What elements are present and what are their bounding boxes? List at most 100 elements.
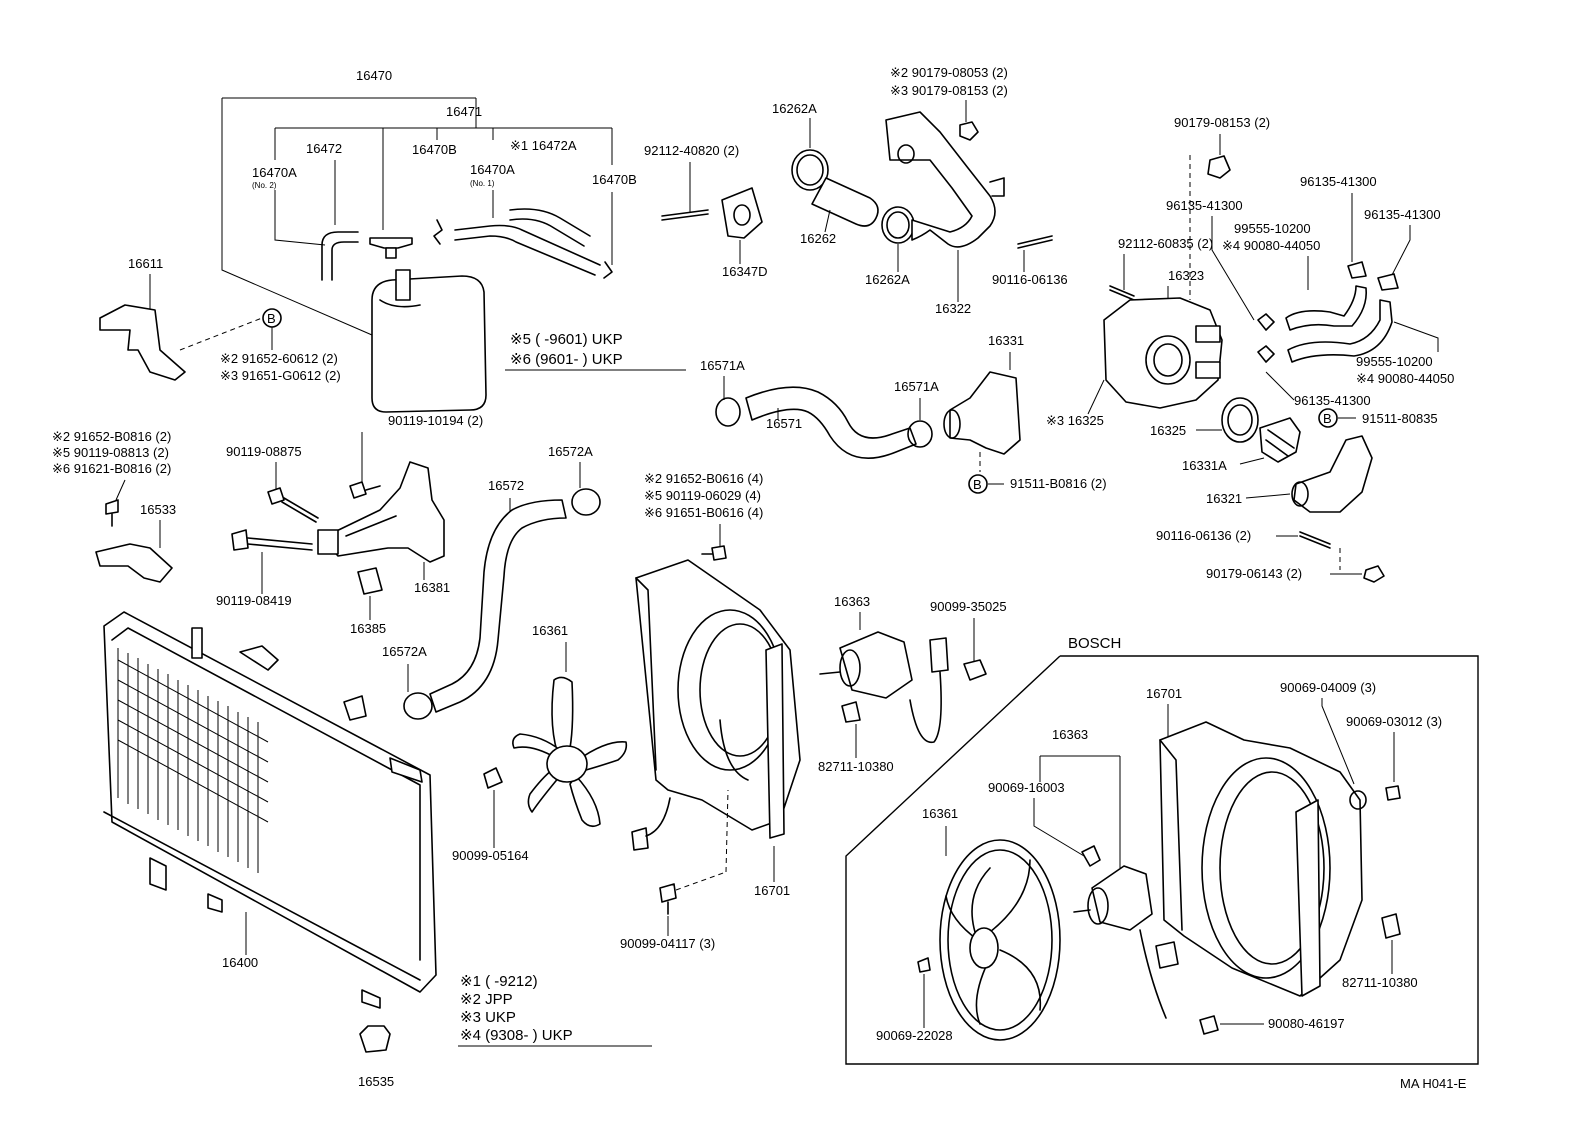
label-16325-b[interactable]: 16325 xyxy=(1150,423,1186,438)
label-96135-41300-c[interactable]: 96135-41300 xyxy=(1364,207,1441,222)
label-bosch-90069-22028[interactable]: 90069-22028 xyxy=(876,1028,953,1043)
label-16385[interactable]: 16385 xyxy=(350,621,386,636)
label-16262a-top[interactable]: 16262A xyxy=(772,101,817,116)
radiator-16400 xyxy=(103,611,437,993)
label-bosch-90069-04009[interactable]: 90069-04009 (3) xyxy=(1280,680,1376,695)
bypass-hose-group: 92112-40820 (2) 16347D 16262A 16262 1626… xyxy=(644,65,1068,316)
label-16535[interactable]: 16535 xyxy=(358,1074,394,1089)
label-bosch-16701[interactable]: 16701 xyxy=(1146,686,1182,701)
label-16701[interactable]: 16701 xyxy=(754,883,790,898)
bosch-shroud-16701 xyxy=(1159,721,1363,997)
b-marker-3: B xyxy=(973,477,982,492)
label-16400[interactable]: 16400 xyxy=(222,955,258,970)
hose-16571 xyxy=(745,386,917,459)
label-16470a-no1[interactable]: 16470A xyxy=(470,162,515,177)
label-90179-06143[interactable]: 90179-06143 (2) xyxy=(1206,566,1302,581)
bosch-motor-16363 xyxy=(1091,865,1153,931)
label-16381[interactable]: 16381 xyxy=(414,580,450,595)
label-16470[interactable]: 16470 xyxy=(356,68,392,83)
label-16572[interactable]: 16572 xyxy=(488,478,524,493)
label-bosch-90069-03012[interactable]: 90069-03012 (3) xyxy=(1346,714,1442,729)
label-90119-08875[interactable]: 90119-08875 xyxy=(226,444,302,459)
label-16363[interactable]: 16363 xyxy=(834,594,870,609)
label-16322[interactable]: 16322 xyxy=(935,301,971,316)
label-16611[interactable]: 16611 xyxy=(128,256,163,271)
radiator-group: 16400 16535 xyxy=(103,611,437,1089)
label-16572a-b[interactable]: 16572A xyxy=(382,644,427,659)
label-91651-g0612[interactable]: ※3 91651-G0612 (2) xyxy=(220,368,341,383)
label-16262a-bottom[interactable]: 16262A xyxy=(865,272,910,287)
label-96135-41300-b[interactable]: 96135-41300 xyxy=(1300,174,1377,189)
outlet-16331 xyxy=(949,371,1021,455)
label-bosch-16363[interactable]: 16363 xyxy=(1052,727,1088,742)
hose-16262 xyxy=(811,177,879,227)
label-91511-b0816[interactable]: 91511-B0816 (2) xyxy=(1010,476,1107,491)
label-96135-41300-d[interactable]: 96135-41300 xyxy=(1294,393,1371,408)
label-90179-08053[interactable]: ※2 90179-08053 (2) xyxy=(890,65,1008,80)
label-16571[interactable]: 16571 xyxy=(766,416,802,431)
legend-notes: ※1 ( -9212) ※2 JPP ※3 UKP ※4 (9308- ) UK… xyxy=(458,973,652,1047)
label-16347d[interactable]: 16347D xyxy=(722,264,768,279)
label-16572a-a[interactable]: 16572A xyxy=(548,444,593,459)
label-91652-b0616[interactable]: ※2 91652-B0616 (4) xyxy=(644,471,763,486)
label-90119-06029[interactable]: ※5 90119-06029 (4) xyxy=(644,488,761,503)
label-16323[interactable]: 16323 xyxy=(1168,268,1204,283)
note-5: ※5 ( -9601) UKP xyxy=(510,331,623,348)
label-16262[interactable]: 16262 xyxy=(800,231,836,246)
label-16472[interactable]: 16472 xyxy=(306,141,342,156)
fan-16361 xyxy=(512,676,628,828)
label-90116-06136-b[interactable]: 90116-06136 (2) xyxy=(1156,528,1251,543)
label-16470b-cap[interactable]: 16470B xyxy=(412,142,457,157)
legend-note-3: ※3 UKP xyxy=(460,1009,516,1026)
b-marker-2: B xyxy=(1323,411,1332,426)
label-92112-60835[interactable]: 92112-60835 (2) xyxy=(1118,236,1213,251)
label-16571a-b[interactable]: 16571A xyxy=(894,379,939,394)
bracket-16611-group: 16611 B ※2 91652-60612 (2) ※3 91651-G061… xyxy=(99,256,341,383)
label-16571a-a[interactable]: 16571A xyxy=(700,358,745,373)
label-16321[interactable]: 16321 xyxy=(1206,491,1242,506)
label-90080-44050-a[interactable]: ※4 90080-44050 xyxy=(1222,238,1320,253)
label-16472a[interactable]: ※1 16472A xyxy=(510,138,577,153)
label-96135-41300-a[interactable]: 96135-41300 xyxy=(1166,198,1243,213)
label-90179-08153-a[interactable]: ※3 90179-08153 (2) xyxy=(890,83,1008,98)
label-90099-35025[interactable]: 90099-35025 xyxy=(930,599,1007,614)
bosch-group: BOSCH 16701 82711-10380 90069-04009 (3) … xyxy=(845,635,1479,1065)
label-bosch-82711-10380[interactable]: 82711-10380 xyxy=(1342,975,1418,990)
label-90099-05164[interactable]: 90099-05164 xyxy=(452,848,529,863)
label-91652-b0816[interactable]: ※2 91652-B0816 (2) xyxy=(52,429,171,444)
label-99555-10200-b[interactable]: 99555-10200 xyxy=(1356,354,1433,369)
label-bosch-90080-46197[interactable]: 90080-46197 xyxy=(1268,1016,1345,1031)
label-16331a[interactable]: 16331A xyxy=(1182,458,1227,473)
label-bosch-16361[interactable]: 16361 xyxy=(922,806,958,821)
label-16361[interactable]: 16361 xyxy=(532,623,568,638)
label-90080-44050-b[interactable]: ※4 90080-44050 xyxy=(1356,371,1454,386)
left-bracket-group: ※2 91652-B0816 (2) ※5 90119-08813 (2) ※6… xyxy=(52,413,483,636)
outlet-hose-group: 16571A 16571 16571A 16331 B 91511-B0816 … xyxy=(700,333,1107,494)
label-16533[interactable]: 16533 xyxy=(140,502,176,517)
label-99555-10200-a[interactable]: 99555-10200 xyxy=(1234,221,1311,236)
label-90099-04117[interactable]: 90099-04117 (3) xyxy=(620,936,715,951)
label-91511-80835[interactable]: 91511-80835 xyxy=(1362,411,1438,426)
label-91621-b0816[interactable]: ※6 91621-B0816 (2) xyxy=(52,461,171,476)
reservoir-group: 16470 16471 16472 16470B ※1 16472A 16470… xyxy=(221,68,637,413)
label-91652-60612[interactable]: ※2 91652-60612 (2) xyxy=(220,351,338,366)
label-82711-10380-a[interactable]: 82711-10380 xyxy=(818,759,894,774)
legend-note-1: ※1 ( -9212) xyxy=(460,973,538,990)
label-91651-b0616[interactable]: ※6 91651-B0616 (4) xyxy=(644,505,763,520)
label-16471[interactable]: 16471 xyxy=(446,104,482,119)
label-16331[interactable]: 16331 xyxy=(988,333,1024,348)
label-90119-08813[interactable]: ※5 90119-08813 (2) xyxy=(52,445,169,460)
gasket-16347d xyxy=(721,187,763,239)
label-90116-06136-a[interactable]: 90116-06136 xyxy=(992,272,1068,287)
legend-note-4: ※4 (9308- ) UKP xyxy=(460,1027,573,1044)
label-16325-a[interactable]: ※3 16325 xyxy=(1046,413,1104,428)
ukp-note: ※5 ( -9601) UKP ※6 (9601- ) UKP xyxy=(505,331,686,371)
reservoir-tank xyxy=(371,275,487,413)
label-90179-08153-b[interactable]: 90179-08153 (2) xyxy=(1174,115,1270,130)
label-90119-10194[interactable]: 90119-10194 (2) xyxy=(388,413,483,428)
label-16470a-no2[interactable]: 16470A xyxy=(252,165,297,180)
label-92112-40820[interactable]: 92112-40820 (2) xyxy=(644,143,739,158)
label-16470b-clip[interactable]: 16470B xyxy=(592,172,637,187)
label-90119-08419[interactable]: 90119-08419 xyxy=(216,593,292,608)
label-bosch-90069-16003[interactable]: 90069-16003 xyxy=(988,780,1065,795)
